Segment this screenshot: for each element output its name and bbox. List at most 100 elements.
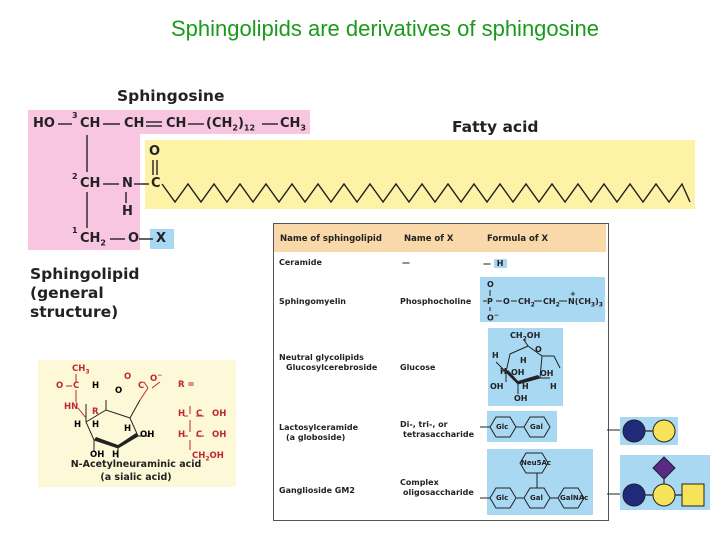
gm2-symbols	[622, 456, 705, 507]
sialic-r: R	[92, 407, 99, 417]
structure-chain-ch-3: CH	[166, 116, 187, 131]
sialic-coo-c: C	[138, 381, 145, 391]
glucose-h1: H	[492, 351, 499, 360]
structure-chain-ch3: CH3	[280, 116, 306, 133]
sialic-h-a: H	[92, 381, 100, 391]
sialic-o-eq: O	[56, 381, 64, 391]
sialic-h-c: H	[74, 420, 82, 430]
sialic-c-carbonyl: C	[73, 381, 80, 391]
row-ceramide-name: Ceramide	[279, 258, 322, 267]
gm2-box	[487, 449, 593, 515]
glucose-ch2oh: CH2OH	[510, 331, 541, 343]
structure-chain-ch-2: CH	[124, 116, 145, 131]
phosphocholine-plus: +	[570, 290, 576, 298]
phosphocholine-ch2-a: CH2	[518, 297, 535, 309]
glucose-h4: H	[522, 382, 529, 391]
lactosyl-glc-label: Glc	[496, 423, 509, 431]
gm2-neu5ac-label: Neu5Ac	[521, 459, 552, 467]
structure-c1-number: 1	[72, 226, 78, 235]
glucose-h3: H	[500, 367, 507, 376]
glucose-oh2: OH	[540, 369, 554, 378]
phosphocholine-ch2-b: CH2	[543, 297, 560, 309]
row-sphingomyelin-name: Sphingomyelin	[279, 297, 346, 306]
structure-chain-ch-1: CH	[80, 116, 101, 131]
gm2-hexagons	[480, 452, 585, 509]
slide-title: Sphingolipids are derivatives of sphingo…	[170, 16, 600, 41]
row-gm2-name: Ganglioside GM2	[279, 486, 355, 495]
sialic-coo-minus: O−	[150, 372, 163, 384]
sialic-oh-right: OH	[140, 430, 155, 440]
sphingosine-chain-highlight	[28, 110, 310, 134]
phosphocholine-o: O	[503, 297, 510, 306]
structure-c3-number: 3	[72, 111, 78, 120]
row-glucosyl-name: Neutral glycolipids Glucosylcerebroside	[279, 353, 378, 372]
general-structure-label: Sphingolipid (general structure)	[30, 265, 140, 321]
sialic-oh-bottom: OH	[90, 450, 105, 460]
row-ceramide-formula: — H	[483, 259, 507, 269]
sialic-r-oh1: OH	[212, 409, 227, 419]
structure-link-o: O	[128, 231, 140, 246]
x-group-highlight	[150, 229, 174, 249]
glucose-ring-o: O	[535, 345, 542, 354]
sialic-r-h2: H	[178, 430, 186, 440]
glucose-ring	[495, 339, 561, 394]
sialic-r-ch2oh: CH2OH	[192, 451, 224, 463]
fatty-acid-highlight	[145, 140, 695, 209]
structure-amide-o: O	[149, 144, 161, 159]
glucose-oh1: OH	[511, 368, 525, 377]
sialic-r-c2: C	[196, 430, 203, 440]
table-header	[274, 224, 606, 252]
structure-c1-ch2: CH2	[80, 231, 106, 248]
lactosyl-symbols	[622, 419, 676, 443]
sialic-r-oh2: OH	[212, 430, 227, 440]
structure-chain-ch2: (CH2)12	[206, 116, 256, 133]
sialic-h-d: H	[92, 420, 100, 430]
structure-c1-ho: HO	[33, 116, 55, 131]
gm2-gal-label: Gal	[530, 494, 543, 502]
row-sphingomyelin-x: Phosphocholine	[400, 297, 472, 306]
table-header-x: Name of X	[404, 234, 454, 244]
structure-c2: CH	[80, 176, 101, 191]
sialic-coo-o: O	[124, 372, 132, 382]
sphingosine-label: Sphingosine	[117, 87, 225, 105]
row-ceramide-x: —	[402, 258, 410, 267]
table-header-name: Name of sphingolipid	[280, 234, 382, 244]
table-header-formula: Formula of X	[487, 234, 549, 244]
structure-n: N	[122, 176, 133, 191]
row-gm2-x: Complex oligosaccharide	[400, 478, 474, 497]
lactosyl-gal-label: Gal	[530, 423, 543, 431]
gm2-galnac-label: GalNAc	[560, 494, 589, 502]
glucose-h5: H	[550, 382, 557, 391]
phosphocholine-p: P	[487, 297, 493, 306]
fatty-acid-label: Fatty acid	[452, 118, 539, 136]
phosphocholine-o-bottom: O−	[487, 312, 499, 323]
sialic-hn: HN	[64, 402, 79, 412]
structure-x: X	[156, 231, 167, 246]
row-lactosyl-x: Di-, tri-, or tetrasaccharide	[400, 420, 474, 439]
structure-c2-number: 2	[72, 172, 78, 181]
sialic-r-equals: R =	[178, 380, 195, 390]
row-glucosyl-x: Glucose	[400, 363, 436, 372]
sialic-r-c1: C	[196, 409, 203, 419]
sialic-caption: N-Acetylneuraminic acid (a sialic acid)	[70, 459, 202, 483]
phosphocholine-o-top: O	[487, 280, 494, 289]
glucose-oh3: OH	[490, 382, 504, 391]
sialic-ring-o: O	[115, 386, 123, 396]
sialic-h-e: H	[124, 424, 132, 434]
sialic-acid-panel	[38, 360, 236, 487]
phosphocholine-box	[480, 277, 605, 322]
phosphocholine-bonds	[483, 290, 567, 311]
gm2-glc-label: Glc	[496, 494, 509, 502]
lactosyl-hexagons	[480, 416, 551, 438]
sialic-r-h1: H	[178, 409, 186, 419]
sialic-acid-bonds	[66, 374, 204, 458]
row-lactosyl-name: Lactosylceramide (a globoside)	[279, 423, 359, 442]
structure-nh: H	[122, 204, 133, 219]
sialic-h-f: H	[112, 450, 120, 460]
glucose-h2: H	[520, 356, 527, 365]
phosphocholine-n: N(CH3)3	[568, 297, 603, 309]
structure-amide-c: C	[151, 176, 161, 191]
glucose-oh4: OH	[514, 394, 528, 403]
